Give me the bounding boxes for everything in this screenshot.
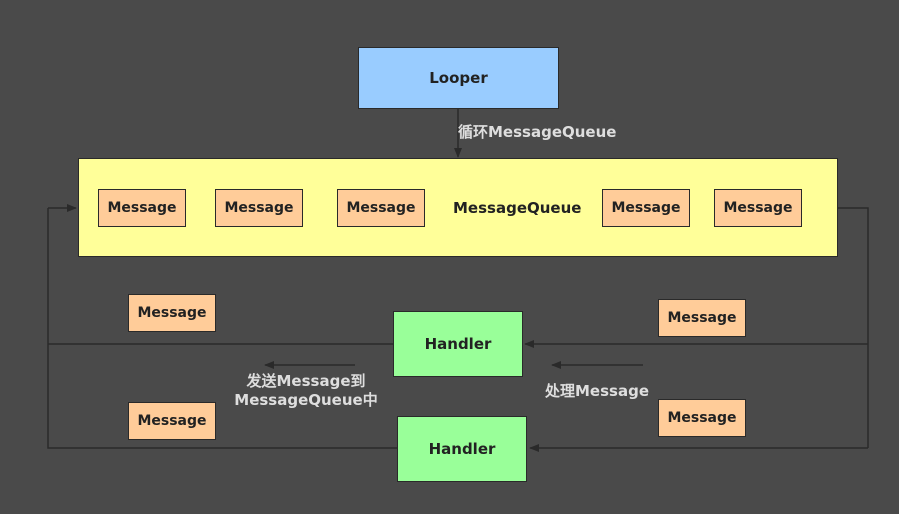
sent-message: Message [128,402,216,440]
handler-box-1: Handler [393,311,523,377]
send-label: 发送Message到 MessageQueue中 [226,372,386,410]
queue-message: Message [714,189,802,227]
sent-message: Message [128,294,216,332]
handler-box-2: Handler [397,416,527,482]
handler-label: Handler [428,440,496,458]
loop-label: 循环MessageQueue [458,123,617,141]
message-queue-box [78,158,838,257]
queue-message: Message [215,189,303,227]
looper-box: Looper [358,47,559,109]
looper-label: Looper [429,69,488,87]
queue-out-line [838,207,869,448]
incoming-message: Message [658,299,746,337]
message-queue-label: MessageQueue [453,199,582,217]
incoming-message: Message [658,399,746,437]
handler-label: Handler [424,335,492,353]
send-label-line2: MessageQueue中 [234,391,378,409]
handler2-out-line [47,208,397,449]
queue-message: Message [98,189,186,227]
queue-message: Message [337,189,425,227]
send-label-line1: 发送Message到 [246,372,366,390]
process-label: 处理Message [545,382,649,400]
queue-message: Message [602,189,690,227]
